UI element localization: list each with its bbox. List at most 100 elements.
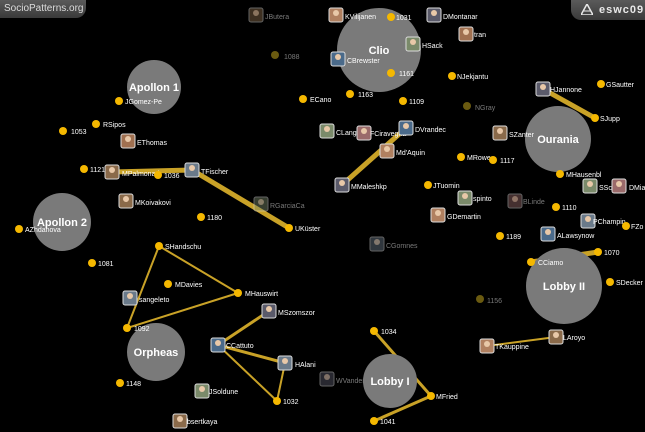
person-node[interactable]: tran	[458, 26, 486, 42]
room-circle	[33, 193, 91, 251]
person-node[interactable]: 1041	[370, 417, 396, 426]
person-node[interactable]: 1034	[370, 327, 397, 336]
person-node[interactable]: BLinde	[507, 193, 545, 209]
person-node[interactable]: 1163	[346, 90, 373, 99]
person-node[interactable]: Md'Aquin	[379, 143, 425, 159]
person-node[interactable]: JSoldune	[194, 383, 238, 399]
person-node[interactable]: ECano	[299, 95, 332, 104]
contact-link	[540, 86, 598, 121]
room-ourania[interactable]: Ourania	[525, 106, 591, 172]
person-node[interactable]: RGarciaCa	[253, 196, 305, 212]
person-node[interactable]: FZo	[622, 222, 644, 231]
person-label: 1088	[284, 54, 300, 61]
person-node[interactable]: PChampin	[580, 213, 626, 229]
room-apollon-2[interactable]: Apollon 2	[33, 193, 91, 251]
person-node[interactable]: MDavies	[164, 280, 203, 289]
site-title[interactable]: SocioPatterns.org	[0, 0, 86, 18]
person-node[interactable]: DVrandec	[398, 120, 446, 136]
person-node[interactable]: CCattuto	[210, 337, 254, 353]
person-node[interactable]: CGomnes	[369, 236, 418, 252]
person-node[interactable]: LAroyo	[548, 329, 585, 345]
person-node[interactable]: NJekjantu	[448, 72, 488, 81]
person-node[interactable]: NGray	[463, 102, 496, 112]
person-node[interactable]: 1031	[387, 13, 412, 22]
person-node[interactable]: 1156	[476, 295, 502, 305]
person-node[interactable]: JButera	[248, 7, 289, 23]
person-label: 1031	[396, 15, 412, 22]
person-node[interactable]: AZhdanova	[15, 225, 61, 234]
person-node[interactable]: WVanderb	[319, 371, 369, 387]
person-node[interactable]: MMaleshkp	[334, 177, 387, 193]
person-node[interactable]: 1032	[273, 397, 299, 406]
person-node[interactable]: KVilijanen	[328, 7, 376, 23]
room-orpheas[interactable]: Orpheas	[127, 323, 185, 381]
person-node[interactable]: CCiamo	[527, 258, 563, 267]
person-node[interactable]: 1161	[387, 69, 414, 78]
person-node[interactable]: spinto	[457, 190, 492, 206]
person-node[interactable]: HSack	[405, 36, 443, 52]
person-node[interactable]: bsertkaya	[172, 413, 217, 429]
contact-link	[109, 167, 195, 175]
person-node[interactable]: MPalmonari	[104, 164, 160, 180]
person-node[interactable]: GSautter	[597, 80, 635, 89]
person-node[interactable]: HJannone	[535, 81, 582, 97]
person-node[interactable]: 1110	[552, 203, 577, 212]
person-node[interactable]: sangeleto	[122, 290, 169, 306]
room-apollon-1[interactable]: Apollon 1	[127, 60, 181, 114]
person-node[interactable]: GDemartin	[430, 207, 481, 223]
tag-dot	[448, 72, 456, 80]
person-node[interactable]: 1053	[59, 127, 87, 136]
person-node[interactable]: JTuomin	[424, 181, 460, 190]
person-node[interactable]: DMiaka	[611, 178, 645, 194]
person-node[interactable]: MFried	[427, 392, 458, 401]
person-label: 1121	[90, 167, 105, 174]
person-node[interactable]: MHauswirt	[234, 289, 278, 298]
room-lobby-ii[interactable]: Lobby II	[526, 248, 602, 324]
person-node[interactable]: SDecker	[606, 278, 644, 287]
person-node[interactable]: FCiravegna	[356, 125, 406, 141]
person-node[interactable]: 1180	[197, 213, 222, 222]
person-node[interactable]: 1109	[399, 97, 424, 106]
person-node[interactable]: DMontanar	[426, 7, 478, 23]
person-node[interactable]: ALawsynow	[540, 226, 595, 242]
tag-dot	[271, 51, 279, 59]
person-node[interactable]: UKüster	[285, 224, 321, 233]
brand-logo[interactable]: eswc09	[571, 0, 645, 20]
person-node[interactable]: EThomas	[120, 133, 167, 149]
person-node[interactable]: MKoivakovi	[118, 193, 171, 209]
person-node[interactable]: SJupp	[591, 114, 620, 123]
person-label: GDemartin	[447, 214, 481, 221]
person-node[interactable]: SHandschu	[155, 242, 201, 251]
person-label: 1109	[409, 99, 424, 106]
tag-dot	[370, 327, 378, 335]
person-node[interactable]: 1088	[271, 51, 300, 61]
person-node[interactable]: 1070	[594, 248, 620, 257]
tag-dot	[346, 90, 354, 98]
person-label: MKoivakovi	[135, 200, 171, 207]
room-clio[interactable]: Clio	[337, 8, 421, 92]
person-node[interactable]: 1092	[123, 324, 150, 333]
person-node[interactable]: 1121	[80, 165, 105, 174]
person-node[interactable]: SZanter	[492, 125, 535, 141]
person-node[interactable]: CLange	[319, 123, 361, 139]
person-node[interactable]: MSzomszor	[261, 303, 316, 319]
person-node[interactable]: 1036	[154, 171, 180, 180]
person-node[interactable]: TKauppine	[479, 338, 529, 354]
person-node[interactable]: CBrewster	[330, 51, 380, 67]
person-label: SZanter	[509, 132, 535, 139]
tag-dot	[597, 80, 605, 88]
person-node[interactable]: TFischer	[184, 162, 229, 178]
person-node[interactable]: 1148	[116, 379, 141, 388]
person-node[interactable]: 1117	[489, 156, 515, 165]
person-node[interactable]: JGomez-Pe	[115, 97, 162, 106]
person-node[interactable]: MHausenbl	[556, 170, 602, 179]
person-node[interactable]: SSchal	[582, 178, 622, 194]
person-node[interactable]: HAlani	[277, 355, 316, 371]
tag-dot	[591, 114, 599, 122]
person-node[interactable]: 1189	[496, 232, 521, 241]
person-node[interactable]: 1081	[88, 259, 114, 268]
person-label: spinto	[473, 196, 492, 203]
room-lobby-i[interactable]: Lobby I	[363, 354, 417, 408]
person-node[interactable]: RSipos	[92, 120, 126, 129]
person-node[interactable]: MRowe	[457, 153, 491, 162]
